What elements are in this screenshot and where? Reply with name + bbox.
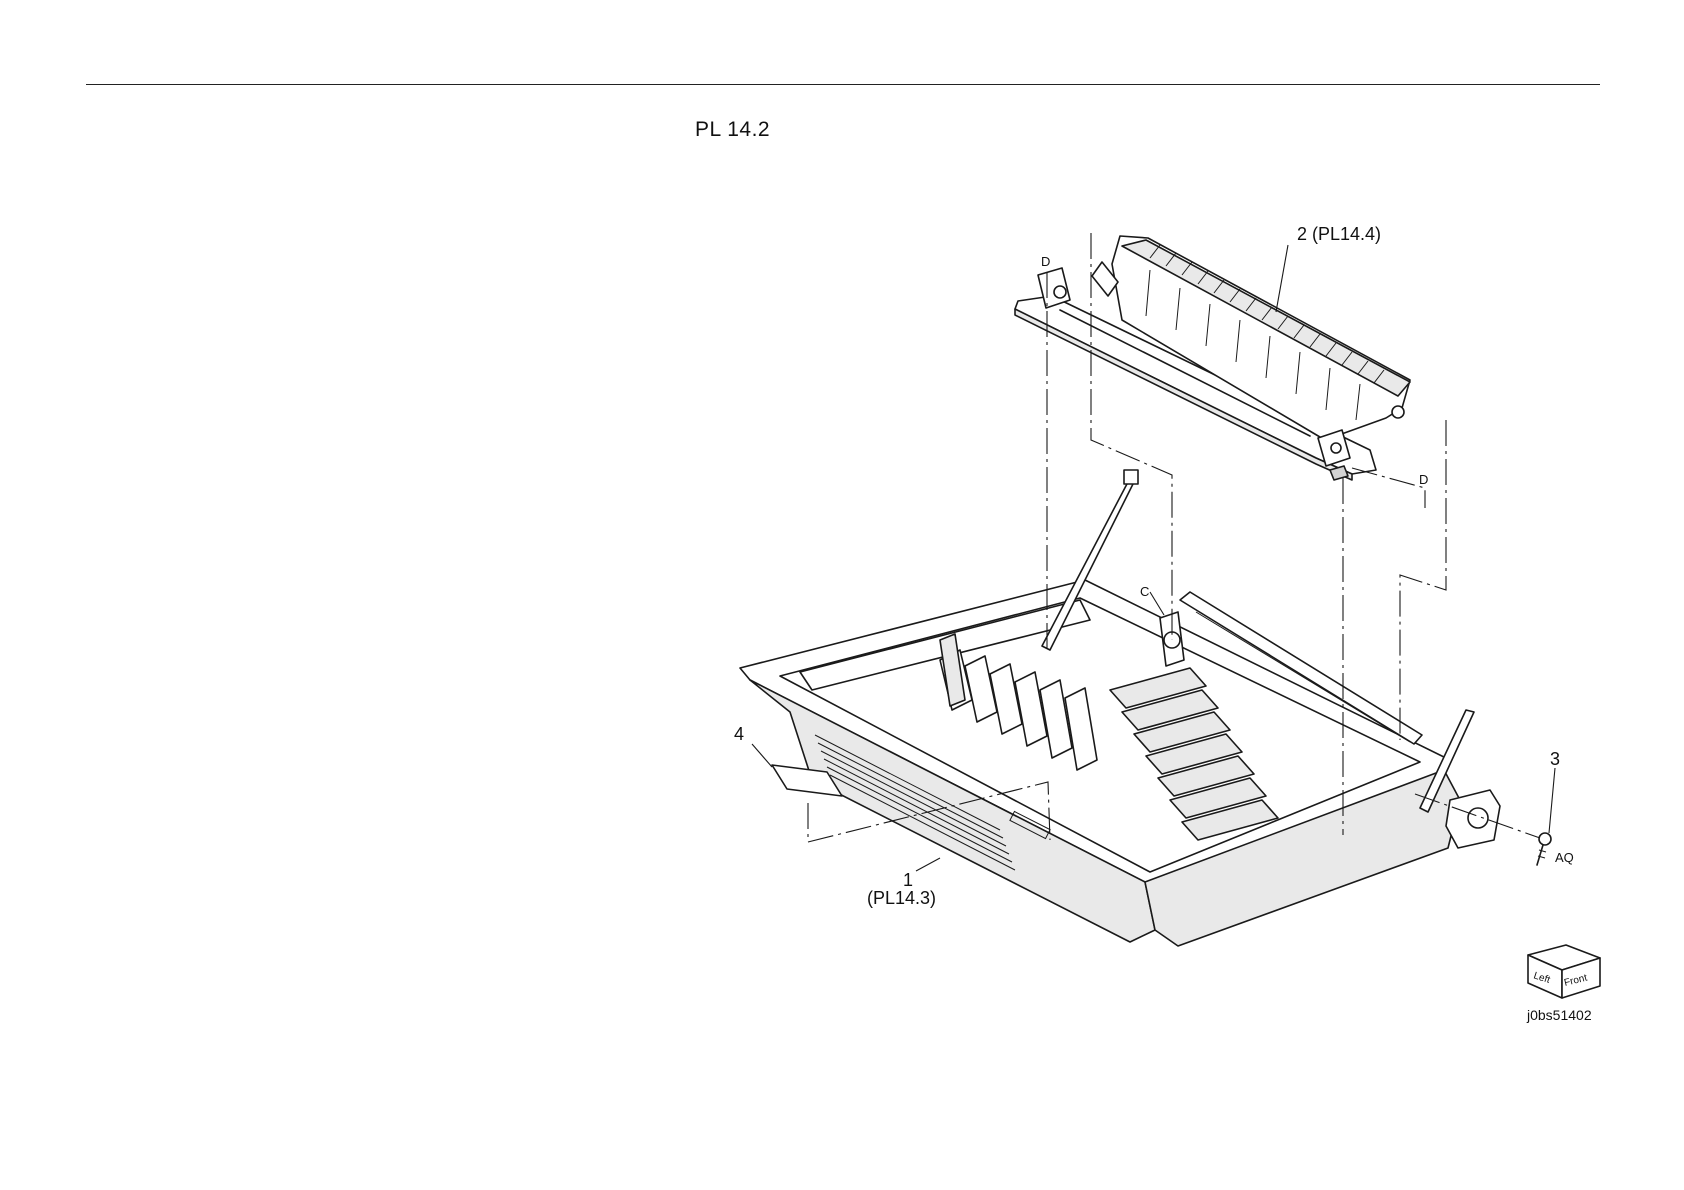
callout-part-4: 4 (734, 724, 744, 744)
screw-code: AQ (1555, 850, 1574, 865)
connector-c: C (1140, 584, 1149, 599)
part-2-upper-assembly (1015, 236, 1410, 480)
orientation-cube-icon: Left Front (1528, 945, 1600, 998)
part-1-lower-tray (740, 470, 1500, 946)
callout-part-2: 2 (1297, 224, 1307, 244)
callout-part-1: 1 (903, 870, 913, 890)
connector-d-right: D (1419, 472, 1428, 487)
figure-id: j0bs51402 (1526, 1007, 1592, 1023)
callout-part-2-ref: (PL14.4) (1312, 224, 1381, 244)
connector-d-top: D (1041, 254, 1050, 269)
callout-part-1-ref: (PL14.3) (867, 888, 936, 908)
callout-part-3: 3 (1550, 749, 1560, 769)
